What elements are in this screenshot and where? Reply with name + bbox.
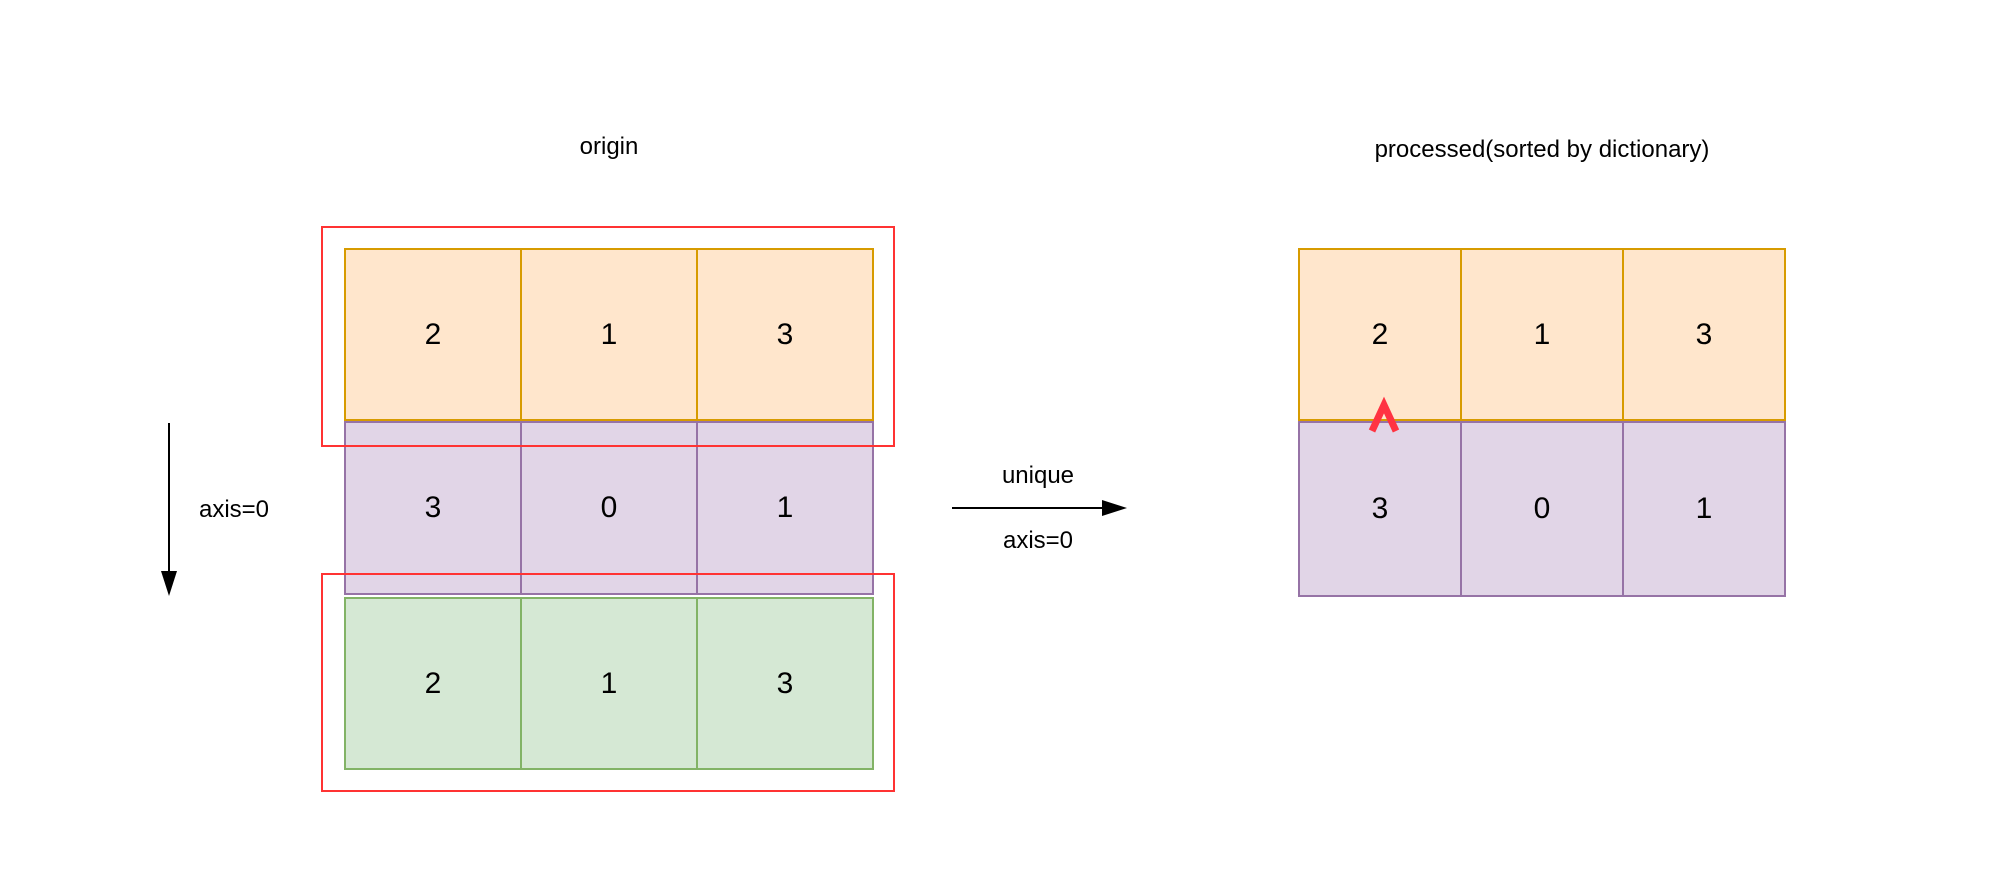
- duplicate-highlight-rect-bottom: [321, 573, 895, 792]
- transform-arrow-right-icon: [952, 500, 1127, 516]
- matrix-cell: 3: [1622, 250, 1784, 419]
- unique-label: unique: [1001, 462, 1075, 489]
- origin-title: origin: [579, 133, 639, 160]
- origin-row-3: 2 1 3: [344, 597, 874, 770]
- duplicate-highlight-rect-top: [321, 226, 895, 447]
- axis-label-left: axis=0: [198, 496, 270, 523]
- matrix-cell: 3: [696, 250, 872, 419]
- matrix-cell: 1: [696, 423, 872, 593]
- matrix-cell: 1: [1622, 423, 1784, 595]
- matrix-cell: 2: [424, 666, 442, 700]
- matrix-cell: 1: [520, 250, 696, 419]
- matrix-cell: 1: [1460, 250, 1622, 419]
- axis-label-mid: axis=0: [1002, 527, 1074, 554]
- processed-row-1: 2 1 3: [1298, 248, 1786, 421]
- matrix-cell: 2: [424, 317, 442, 351]
- matrix-cell: 1: [520, 599, 696, 768]
- processed-title: processed(sorted by dictionary): [1374, 136, 1710, 163]
- matrix-cell: 2: [1371, 317, 1389, 351]
- matrix-cell: 0: [520, 423, 696, 593]
- matrix-cell: 0: [1460, 423, 1622, 595]
- origin-row-2: 3 0 1: [344, 421, 874, 595]
- matrix-cell: 3: [1371, 492, 1389, 525]
- matrix-cell: 3: [424, 491, 442, 524]
- matrix-cell: 3: [696, 599, 872, 768]
- processed-row-2: 3 0 1: [1298, 421, 1786, 597]
- origin-row-1: 2 1 3: [344, 248, 874, 421]
